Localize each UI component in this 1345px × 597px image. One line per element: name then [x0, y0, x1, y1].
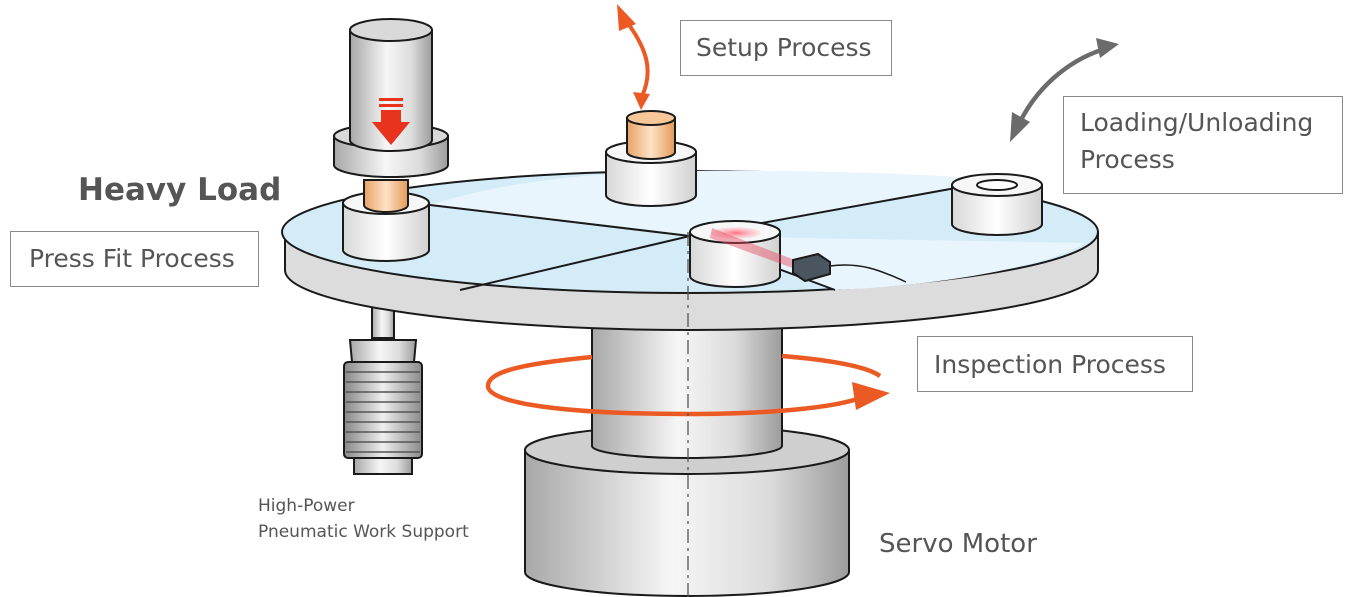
loading-process-text-line2: Process: [1080, 145, 1175, 175]
loading-station: [951, 173, 1043, 236]
press-fit-station: [333, 18, 449, 262]
heavy-load-label: Heavy Load: [78, 172, 282, 208]
sensor-icon: [792, 252, 907, 283]
rotation-arrow-icon: [485, 353, 890, 417]
pneumatic-work-support: [343, 305, 423, 475]
loading-process-text-line1: Loading/Unloading: [1080, 108, 1314, 137]
inspection-process-label: Inspection Process: [917, 336, 1193, 392]
loading-double-arrow-icon: [1010, 38, 1119, 142]
press-fit-process-text: Press Fit Process: [29, 244, 235, 273]
setup-process-text: Setup Process: [696, 33, 872, 62]
loading-process-label: Loading/Unloading Process: [1063, 96, 1343, 194]
press-down-arrow-icon: [372, 98, 410, 145]
inspection-process-text: Inspection Process: [934, 350, 1166, 379]
setup-station: [605, 110, 697, 207]
center-shaft: [591, 317, 783, 459]
work-support-label: High-Power Pneumatic Work Support: [258, 494, 469, 545]
servo-motor-label: Servo Motor: [879, 529, 1037, 559]
setup-process-label: Setup Process: [680, 20, 892, 76]
setup-double-arrow-icon: [617, 4, 650, 110]
work-support-text-line1: High-Power: [258, 496, 355, 516]
inspection-station: [689, 220, 907, 288]
press-fit-process-label: Press Fit Process: [10, 231, 259, 287]
work-support-text-line2: Pneumatic Work Support: [258, 521, 469, 542]
